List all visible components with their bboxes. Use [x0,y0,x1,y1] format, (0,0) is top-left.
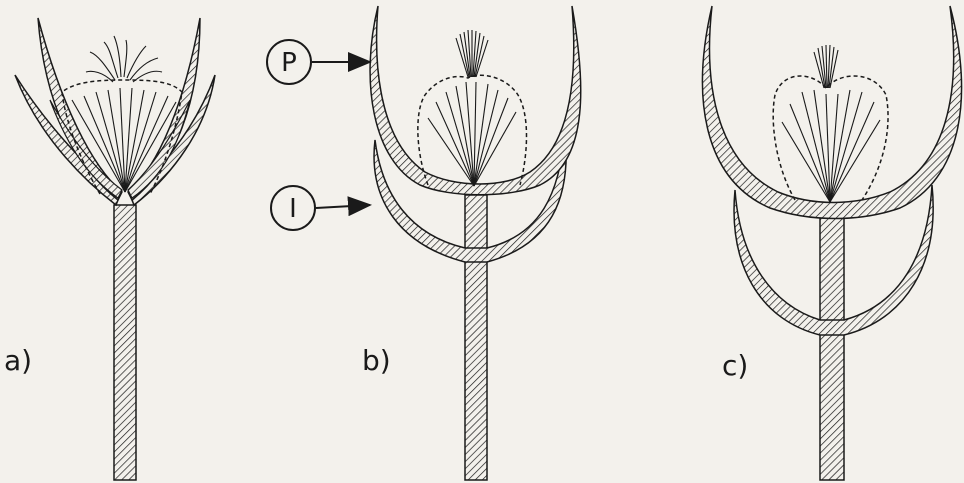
panel-c: c) [703,6,962,480]
panel-c-label: c) [722,349,748,382]
floret-rays [782,90,880,202]
pappus-hairs [86,36,162,82]
callout-i: I [271,186,370,230]
callout-i-label: I [289,194,297,224]
floret-rays [428,82,516,186]
callout-p-label: P [281,48,297,78]
panel-a-label: a) [4,344,32,377]
stem [114,205,136,480]
panel-b: P I b) [267,6,581,480]
stem [465,195,487,480]
callout-p: P [267,40,370,84]
stem [820,215,844,480]
panel-b-label: b) [362,344,391,377]
floret-outline [773,76,888,200]
receptacle-cup [703,6,962,219]
panel-a: a) [4,18,215,480]
pappus-hairs [456,30,488,77]
